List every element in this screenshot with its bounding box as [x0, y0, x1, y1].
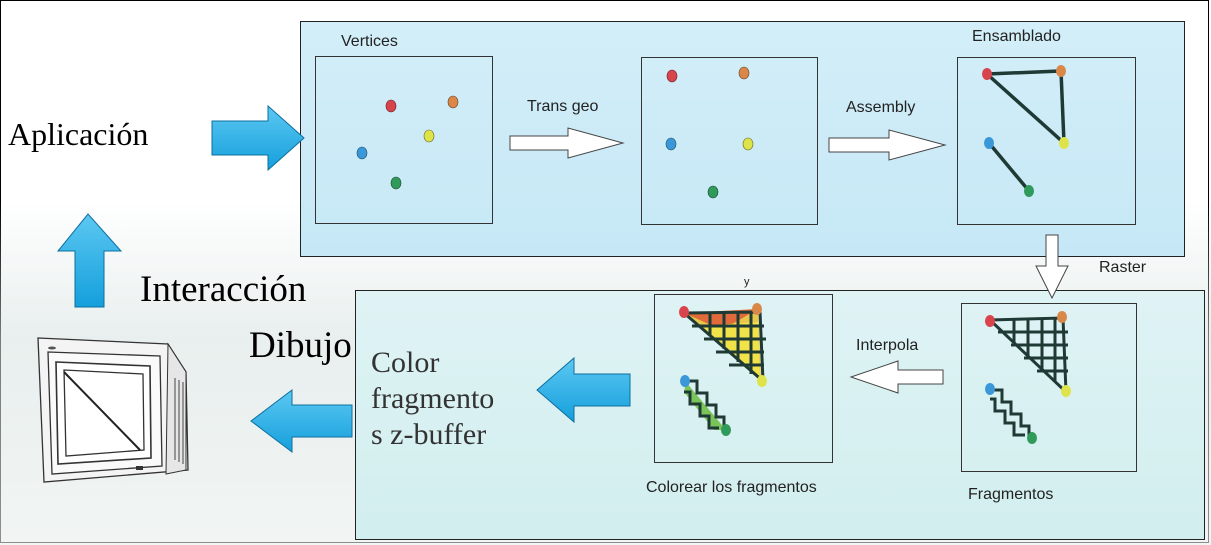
vertex-blue [984, 137, 994, 149]
interpola-label: Interpola [856, 337, 919, 354]
vertex-red [666, 69, 678, 83]
vertex-red [982, 68, 992, 80]
vertex-orange [447, 95, 459, 109]
trans-geo-label: Trans geo [527, 98, 599, 115]
raster-label: Raster [1099, 259, 1147, 276]
vertex-yellow [742, 137, 754, 151]
vertex-orange [738, 66, 750, 80]
assembly-arrow [828, 129, 947, 161]
raster-arrow [1035, 234, 1069, 300]
fragmentos-label: Fragmentos [968, 486, 1054, 503]
aplicacion-to-pipeline-arrow [211, 104, 305, 172]
transformed-points [665, 66, 754, 199]
stray-mark: y [744, 276, 750, 288]
ensamblado-label: Ensamblado [972, 28, 1061, 45]
colored-fragments-box [654, 294, 833, 463]
assembly-label: Assembly [846, 99, 916, 116]
vertex-red [385, 99, 397, 113]
interpola-arrow [849, 360, 944, 394]
vertex-green [707, 185, 719, 199]
vertices-points [356, 95, 459, 190]
assembled-line [987, 141, 1031, 193]
geometry-pipeline-panel [300, 21, 1185, 257]
fragments-grid [985, 311, 1071, 444]
interaccion-label: Interacción [140, 269, 307, 310]
aplicacion-label: Aplicación [8, 116, 149, 152]
vertices-box [315, 56, 493, 224]
color-line-2: fragmento [371, 382, 495, 415]
assembled-triangle [982, 69, 1066, 148]
color-line-3: s z-buffer [371, 418, 487, 451]
color-fragmentos-zbuffer-label: Color fragmento s z-buffer [371, 345, 494, 453]
vertex-orange [1056, 65, 1066, 77]
trans-geo-arrow [509, 127, 625, 159]
vertex-green [390, 176, 402, 190]
assembled-box [957, 57, 1136, 225]
zbuffer-to-dibujo-arrow [536, 356, 631, 424]
fragments-box [961, 303, 1137, 472]
vertex-blue [356, 146, 368, 160]
color-line-1: Color [371, 346, 440, 379]
interaccion-up-arrow [56, 213, 123, 308]
assembled-primitives [982, 65, 1069, 197]
dibujo-to-monitor-arrow [250, 388, 353, 454]
colorear-fragmentos-label: Colorear los fragmentos [646, 479, 817, 496]
monitor-icon [37, 337, 189, 483]
vertex-yellow [1059, 137, 1069, 149]
vertex-green [1024, 185, 1034, 197]
vertex-yellow [423, 129, 435, 143]
dibujo-label: Dibujo [249, 325, 352, 366]
colored-fragments [679, 303, 767, 436]
vertex-blue [665, 137, 677, 151]
transformed-vertices-box [641, 57, 818, 225]
vertices-label: Vertices [341, 33, 398, 50]
